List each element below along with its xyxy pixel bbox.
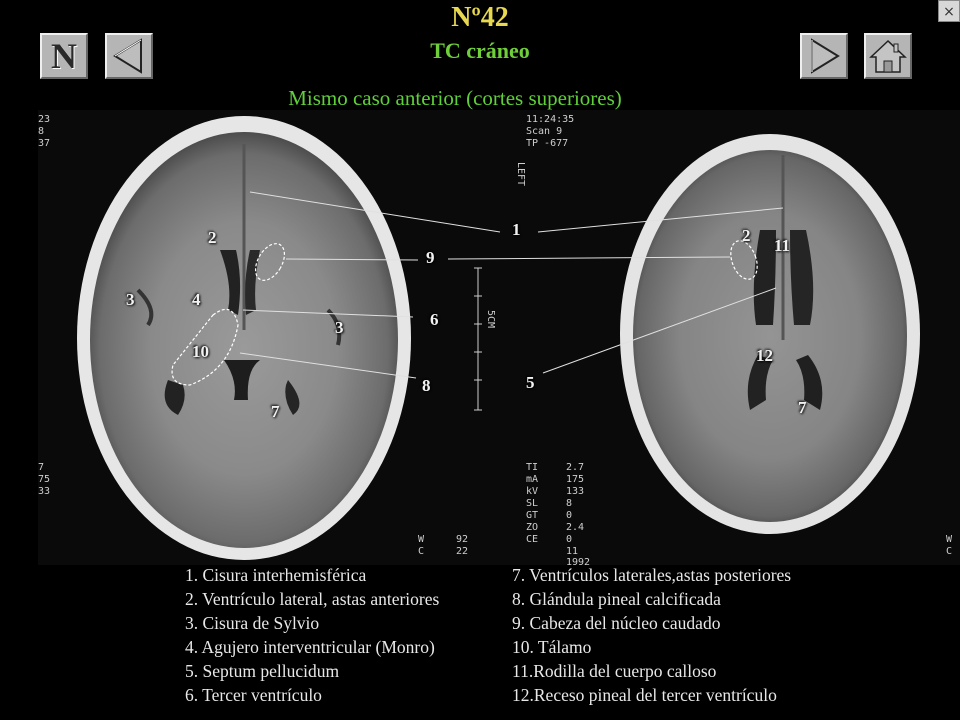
- label-12: 12: [756, 346, 773, 365]
- next-button[interactable]: [800, 33, 848, 79]
- param-zo-value: 2.4: [566, 522, 584, 533]
- legend-item: 8. Glándula pineal calcificada: [512, 589, 721, 609]
- legend-item: 10. Tálamo: [512, 637, 592, 657]
- param-ti: TI: [526, 462, 538, 473]
- legend-item: 5. Septum pellucidum: [185, 661, 340, 681]
- ct-scan-panel: 5CM 23 8 37 11:24:35 Scan 9 TP -677 LEFT…: [38, 110, 960, 568]
- top-left-value-2: 8: [38, 126, 44, 137]
- param-kv-value: 133: [566, 486, 584, 497]
- legend-item: 7. Ventrículos laterales,astas posterior…: [512, 565, 792, 585]
- leader-lines: [239, 191, 784, 379]
- top-left-value-3: 37: [38, 138, 50, 149]
- scan-number: Scan 9: [526, 126, 562, 137]
- left-arrow-icon: [113, 38, 142, 74]
- label-7-right: 7: [798, 398, 807, 417]
- right-brain-slice: [620, 134, 920, 534]
- label-11: 11: [774, 236, 791, 255]
- home-button[interactable]: [864, 33, 912, 79]
- label-8: 8: [422, 376, 431, 395]
- label-6: 6: [430, 310, 439, 329]
- legend-left: 1. Cisura interhemisférica 2. Ventrículo…: [185, 563, 439, 707]
- label-10: 10: [192, 342, 209, 361]
- legend-item: 6. Tercer ventrículo: [185, 685, 322, 705]
- param-gt: GT: [526, 510, 538, 521]
- slide-caption: Mismo caso anterior (cortes superiores): [288, 86, 622, 110]
- param-gt-value: 0: [566, 510, 572, 521]
- ct-scan-image: 5CM 23 8 37 11:24:35 Scan 9 TP -677 LEFT…: [38, 110, 960, 568]
- wc-left-w: W: [418, 534, 425, 545]
- param-zo: ZO: [526, 522, 538, 533]
- scan-tp: TP -677: [526, 138, 568, 149]
- legend-item: 3. Cisura de Sylvio: [185, 613, 320, 633]
- wc-left-c: C: [418, 546, 424, 557]
- param-sl: SL: [526, 498, 538, 509]
- label-4: 4: [192, 290, 201, 309]
- param-extra-2: 1992: [566, 557, 590, 565]
- scale-label: 5CM: [485, 310, 496, 328]
- legend-item: 2. Ventrículo lateral, astas anteriores: [185, 589, 440, 609]
- param-sl-value: 8: [566, 498, 572, 509]
- param-kv: kV: [526, 486, 538, 497]
- bottom-left-value-2: 75: [38, 474, 50, 485]
- close-icon: ×: [943, 4, 955, 20]
- scan-info: 23 8 37 11:24:35 Scan 9 TP -677 LEFT 7 7…: [38, 114, 953, 568]
- param-ma-value: 175: [566, 474, 584, 485]
- label-7-left: 7: [271, 402, 280, 421]
- legend-item: 1. Cisura interhemisférica: [185, 565, 367, 585]
- param-ti-value: 2.7: [566, 462, 584, 473]
- param-extra-1: 11: [566, 546, 578, 557]
- slide-subtitle: TC cráneo: [430, 38, 530, 63]
- orientation-label: LEFT: [515, 162, 526, 186]
- top-left-value-1: 23: [38, 114, 50, 125]
- label-5: 5: [526, 373, 535, 392]
- wc-right-w: W: [946, 534, 953, 545]
- legend-item: 9. Cabeza del núcleo caudado: [512, 613, 721, 633]
- close-button[interactable]: ×: [938, 0, 960, 22]
- param-ce-value: 0: [566, 534, 572, 545]
- legend-item: 11.Rodilla del cuerpo calloso: [512, 661, 717, 681]
- legend-item: 4. Agujero interventricular (Monro): [185, 637, 435, 657]
- label-3-left: 3: [126, 290, 135, 309]
- wc-left-w-value: 92: [456, 534, 468, 545]
- legend-right: 7. Ventrículos laterales,astas posterior…: [512, 563, 791, 707]
- left-brain-slice: [77, 116, 411, 560]
- label-1: 1: [512, 220, 521, 239]
- wc-right-c: C: [946, 546, 952, 557]
- slide-title: Nº42: [451, 2, 509, 33]
- wc-left-c-value: 22: [456, 546, 468, 557]
- scan-time: 11:24:35: [526, 114, 574, 125]
- scale-bar: [474, 267, 482, 411]
- home-icon: [869, 39, 907, 73]
- param-ma: mA: [526, 474, 538, 485]
- label-9: 9: [426, 248, 435, 267]
- label-3-right: 3: [335, 318, 344, 337]
- legend-item: 12.Receso pineal del tercer ventrículo: [512, 685, 777, 705]
- n-button[interactable]: N: [40, 33, 88, 79]
- label-2-left: 2: [208, 228, 217, 247]
- bottom-left-value-1: 7: [38, 462, 44, 473]
- param-ce: CE: [526, 534, 538, 545]
- previous-button[interactable]: [105, 33, 153, 79]
- label-2-right: 2: [742, 226, 751, 245]
- right-arrow-icon: [811, 38, 840, 74]
- bottom-left-value-3: 33: [38, 486, 50, 497]
- n-button-label: N: [51, 36, 77, 76]
